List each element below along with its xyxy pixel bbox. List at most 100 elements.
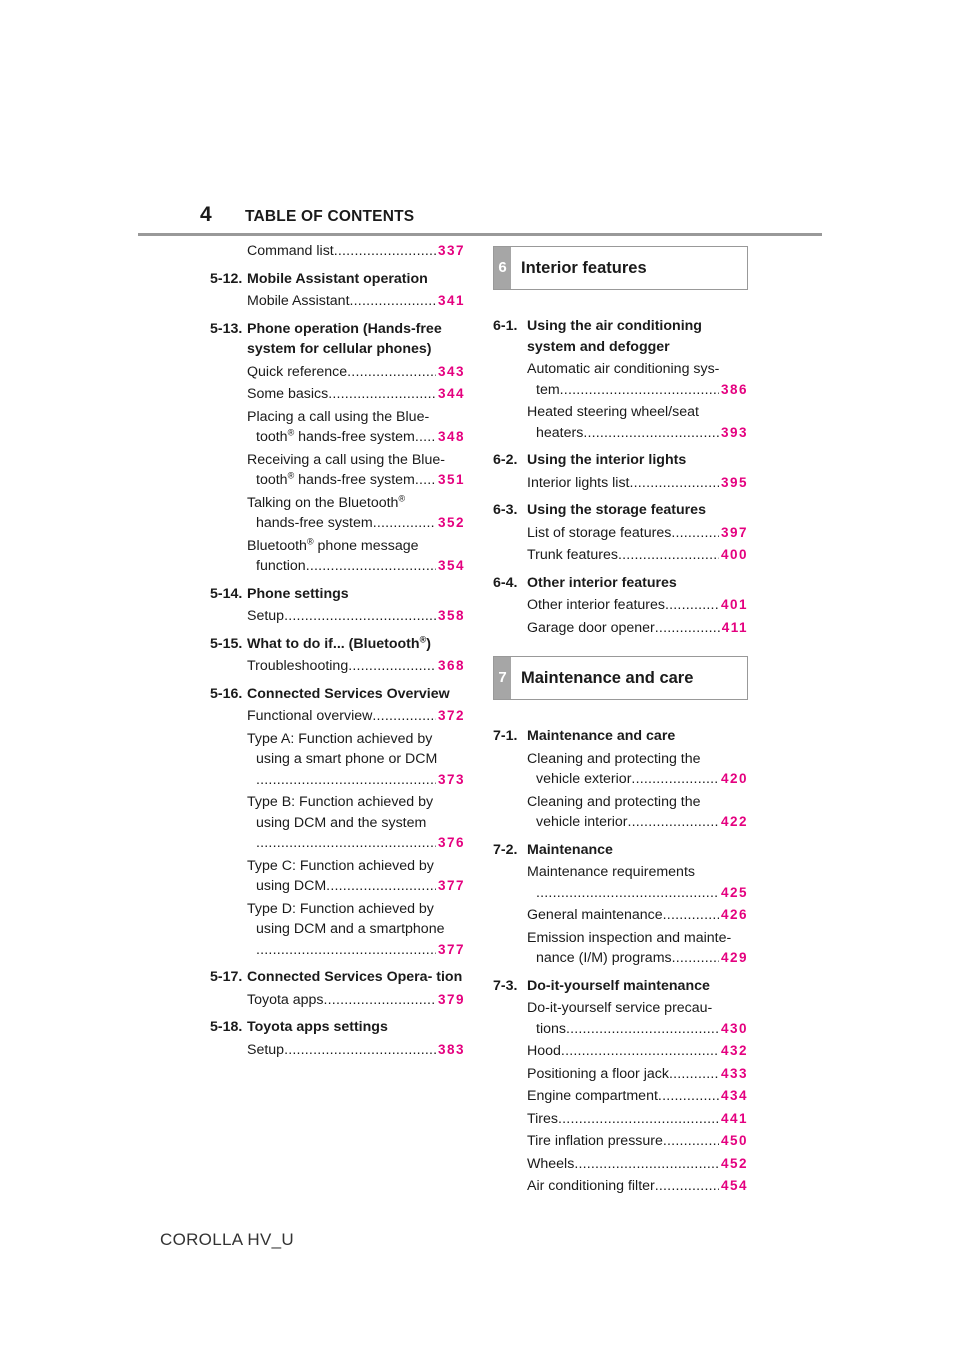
page-link[interactable]: 343: [437, 363, 465, 379]
section-heading[interactable]: 6-4.Other interior features: [493, 573, 748, 594]
section-heading[interactable]: 5-15.What to do if... (Bluetooth®): [210, 634, 465, 655]
toc-entry[interactable]: Do-it-yourself service precau-tions430: [493, 998, 748, 1039]
section-heading[interactable]: 5-12.Mobile Assistant operation: [210, 269, 465, 290]
toc-entry-row: 425: [527, 883, 748, 904]
page-link[interactable]: 425: [720, 884, 748, 900]
page-link[interactable]: 358: [437, 608, 465, 623]
section-number: 5-18.: [210, 1019, 243, 1035]
page-link[interactable]: 411: [721, 619, 748, 635]
page-link[interactable]: 430: [720, 1020, 748, 1036]
section-heading[interactable]: 5-13.Phone operation (Hands-free system …: [210, 319, 465, 360]
toc-entry[interactable]: Air conditioning filter454: [493, 1176, 748, 1197]
toc-entry[interactable]: Command list337: [210, 241, 465, 262]
section-heading[interactable]: 5-17.Connected Services Opera- tion: [210, 967, 465, 988]
page-link[interactable]: 434: [720, 1088, 748, 1103]
dot-leader: [324, 990, 436, 1011]
page-link[interactable]: 341: [437, 293, 465, 308]
toc-entry[interactable]: Troubleshooting368: [210, 656, 465, 677]
page-link[interactable]: 429: [720, 950, 748, 965]
page-link[interactable]: 452: [720, 1155, 748, 1171]
toc-entry-row: tooth® hands-free system351: [247, 470, 465, 491]
toc-entry[interactable]: Setup383: [210, 1040, 465, 1061]
toc-entry[interactable]: Setup358: [210, 606, 465, 627]
toc-entry[interactable]: Automatic air conditioning sys-tem386: [493, 359, 748, 400]
section-heading[interactable]: 7-1.Maintenance and care: [493, 726, 748, 747]
section-heading[interactable]: 5-18.Toyota apps settings: [210, 1017, 465, 1038]
toc-entry-text: Quick reference: [247, 363, 348, 380]
section-number: 5-14.: [210, 585, 243, 602]
page-link[interactable]: 432: [720, 1043, 748, 1058]
page-link[interactable]: 368: [437, 658, 465, 673]
toc-entry[interactable]: Mobile Assistant341: [210, 291, 465, 312]
toc-entry[interactable]: Emission inspection and mainte-nance (I/…: [493, 928, 748, 969]
page-link[interactable]: 422: [720, 814, 748, 829]
page-link[interactable]: 454: [720, 1178, 748, 1193]
section-heading[interactable]: 6-1.Using the air conditioning system an…: [493, 316, 748, 357]
toc-entry-row: Interior lights list395: [527, 473, 748, 494]
toc-entry[interactable]: Trunk features400: [493, 545, 748, 566]
dot-leader: [574, 1154, 719, 1175]
page-link[interactable]: 400: [720, 547, 748, 562]
toc-entry-text: Cleaning and protecting the: [527, 793, 701, 810]
page-link[interactable]: 379: [437, 991, 465, 1007]
page-link[interactable]: 393: [720, 424, 748, 440]
page-link[interactable]: 352: [437, 515, 465, 530]
toc-entry[interactable]: Engine compartment434: [493, 1086, 748, 1107]
toc-entry[interactable]: Garage door opener411: [493, 618, 748, 639]
toc-entry[interactable]: Hood432: [493, 1041, 748, 1062]
toc-entry[interactable]: Toyota apps379: [210, 990, 465, 1011]
page-link[interactable]: 373: [437, 771, 465, 787]
toc-entry[interactable]: Positioning a floor jack433: [493, 1064, 748, 1085]
toc-entry[interactable]: Other interior features401: [493, 595, 748, 616]
page-link[interactable]: 420: [720, 771, 748, 786]
page-link[interactable]: 376: [437, 835, 465, 850]
toc-entry[interactable]: Functional overview372: [210, 706, 465, 727]
page-link[interactable]: 377: [437, 878, 465, 893]
toc-entry[interactable]: Quick reference 343: [210, 362, 465, 383]
toc-entry[interactable]: Receiving a call using the Blue-tooth® h…: [210, 450, 465, 491]
page-link[interactable]: 441: [720, 1110, 748, 1126]
toc-entry-row: Positioning a floor jack433: [527, 1064, 748, 1085]
page-link[interactable]: 401: [720, 597, 748, 612]
toc-entry[interactable]: Heated steering wheel/seatheaters393: [493, 402, 748, 443]
toc-entry[interactable]: List of storage features397: [493, 523, 748, 544]
toc-entry[interactable]: Wheels452: [493, 1154, 748, 1175]
toc-entry[interactable]: Interior lights list395: [493, 473, 748, 494]
section-heading[interactable]: 6-2.Using the interior lights: [493, 450, 748, 471]
section-heading[interactable]: 5-16.Connected Services Overview: [210, 684, 465, 705]
section-heading[interactable]: 5-14.Phone settings: [210, 584, 465, 605]
toc-entry[interactable]: Bluetooth® phone messagefunction354: [210, 536, 465, 577]
page-link[interactable]: 383: [437, 1041, 465, 1057]
toc-entry[interactable]: General maintenance426: [493, 905, 748, 926]
page-link[interactable]: 372: [437, 708, 465, 723]
toc-entry[interactable]: Tires441: [493, 1109, 748, 1130]
page-link[interactable]: 397: [720, 524, 748, 540]
page-link[interactable]: 351: [437, 472, 465, 487]
toc-entry[interactable]: Placing a call using the Blue-tooth® han…: [210, 407, 465, 448]
section-heading[interactable]: 7-3.Do-it-yourself maintenance: [493, 976, 748, 997]
section-heading[interactable]: 6-3.Using the storage features: [493, 500, 748, 521]
page-link[interactable]: 450: [720, 1133, 748, 1148]
toc-entry-text: Maintenance requirements: [527, 864, 695, 880]
page-link[interactable]: 426: [720, 907, 748, 922]
page-link[interactable]: 354: [437, 558, 465, 573]
page-link[interactable]: 337: [437, 243, 465, 258]
section-heading[interactable]: 7-2.Maintenance: [493, 840, 748, 861]
dot-leader: [415, 427, 436, 448]
page-link[interactable]: 395: [720, 474, 748, 490]
page-link[interactable]: 377: [437, 941, 465, 957]
toc-entry[interactable]: Tire inflation pressure450: [493, 1131, 748, 1152]
page-link[interactable]: 348: [437, 429, 465, 444]
toc-entry[interactable]: Maintenance requirements 425: [493, 862, 748, 903]
page-link[interactable]: 433: [720, 1065, 748, 1081]
toc-entry[interactable]: Some basics344: [210, 384, 465, 405]
toc-entry[interactable]: Talking on the Bluetooth®hands-free syst…: [210, 493, 465, 534]
page-link[interactable]: 344: [437, 386, 465, 401]
page-link[interactable]: 386: [720, 381, 748, 397]
